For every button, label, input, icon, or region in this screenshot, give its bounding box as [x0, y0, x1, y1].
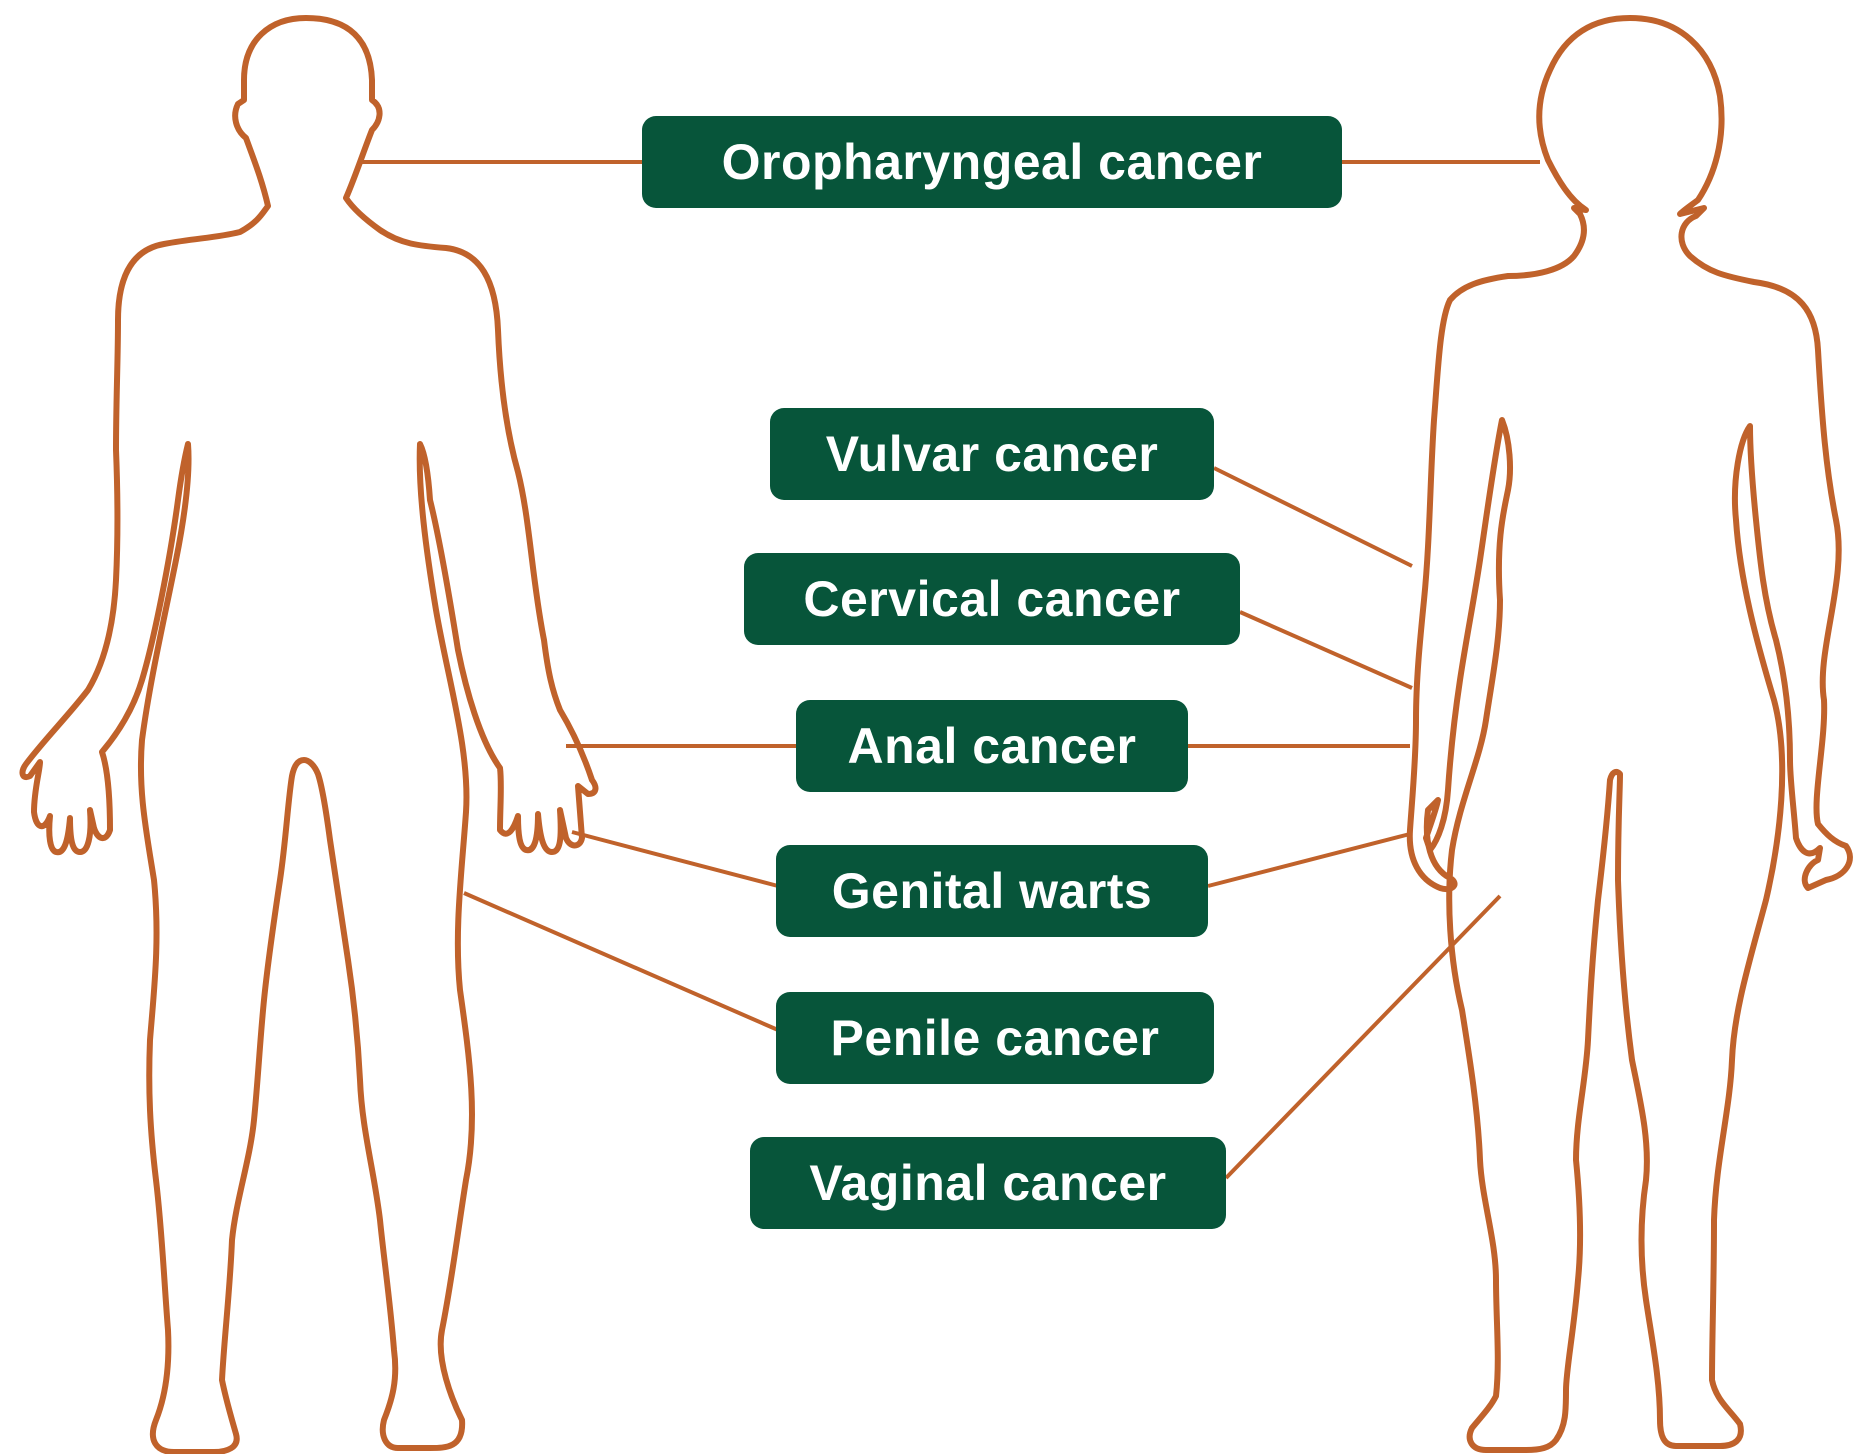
label-genital-warts: Genital warts	[776, 845, 1208, 937]
connector-penile-male	[464, 893, 778, 1030]
connector-vaginal-female	[1226, 896, 1500, 1178]
connector-genital-warts-male	[572, 832, 778, 886]
label-penile-cancer: Penile cancer	[776, 992, 1214, 1084]
label-vulvar-cancer: Vulvar cancer	[770, 408, 1214, 500]
female-body-outline	[1410, 18, 1850, 1450]
label-oropharyngeal-cancer: Oropharyngeal cancer	[642, 116, 1342, 208]
label-anal-cancer: Anal cancer	[796, 700, 1188, 792]
connector-vulvar-female	[1214, 468, 1412, 566]
label-cervical-cancer: Cervical cancer	[744, 553, 1240, 645]
connector-cervical-female	[1240, 612, 1412, 688]
male-body-outline	[23, 18, 596, 1452]
label-vaginal-cancer: Vaginal cancer	[750, 1137, 1226, 1229]
connector-genital-warts-female	[1208, 834, 1410, 886]
